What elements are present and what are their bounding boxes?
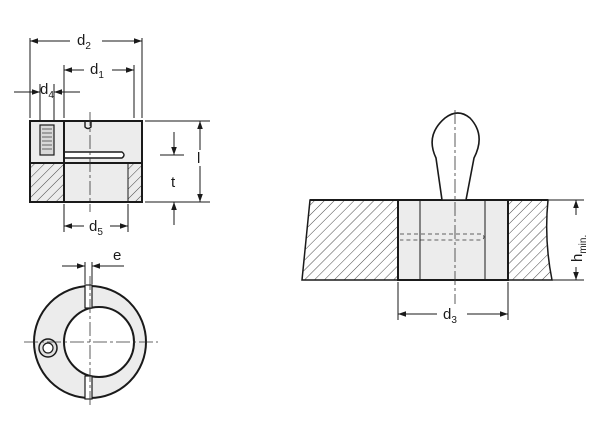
installed-slot: [400, 233, 485, 241]
label-d4: d4: [40, 81, 54, 101]
front-slot: [64, 151, 125, 159]
label-t: t: [171, 174, 176, 191]
front-right-hatch: [128, 164, 141, 201]
label-h-min: hmin.: [569, 235, 589, 262]
lever-handle: [431, 112, 480, 201]
label-d3: d3: [443, 306, 457, 326]
set-screw: [39, 124, 55, 156]
plate-right-hatched: [507, 199, 553, 281]
label-d2: d2: [77, 32, 91, 52]
front-hatched-section: [31, 164, 64, 201]
label-e: e: [113, 247, 121, 264]
top-view: e: [24, 247, 158, 408]
installed-view: d3 hmin.: [301, 110, 589, 326]
label-d1: d1: [90, 61, 104, 81]
plate-left-hatched: [301, 199, 399, 281]
label-d5: d5: [89, 218, 103, 238]
front-view: d2 d1 d4 d5 l t: [14, 30, 210, 238]
label-l: l: [197, 150, 200, 167]
